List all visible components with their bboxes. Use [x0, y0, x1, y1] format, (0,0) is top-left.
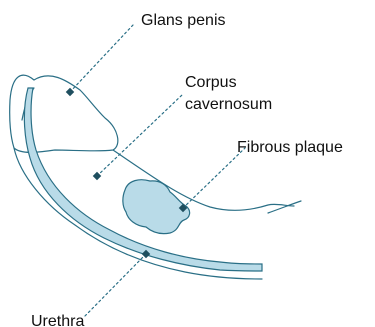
glans-penis-leader [70, 25, 133, 92]
corpus-cavernosum-label-line2: cavernosum [185, 96, 272, 113]
glans-penis-marker [66, 88, 74, 96]
fibrous-plaque-leader [183, 148, 245, 208]
urethra-leader [84, 254, 146, 317]
corpus-cavernosum-label-line1: Corpus [185, 74, 237, 91]
fibrous-plaque-label: Fibrous plaque [237, 139, 343, 156]
corpus-cavernosum-leader [97, 95, 182, 176]
glans-penis-label: Glans penis [141, 12, 226, 29]
urethra-label: Urethra [31, 313, 84, 327]
fibrous-plaque-shape [123, 180, 190, 234]
corpus-cavernosum-outline-top-2 [268, 201, 301, 213]
corpus-cavernosum-marker [93, 172, 101, 180]
